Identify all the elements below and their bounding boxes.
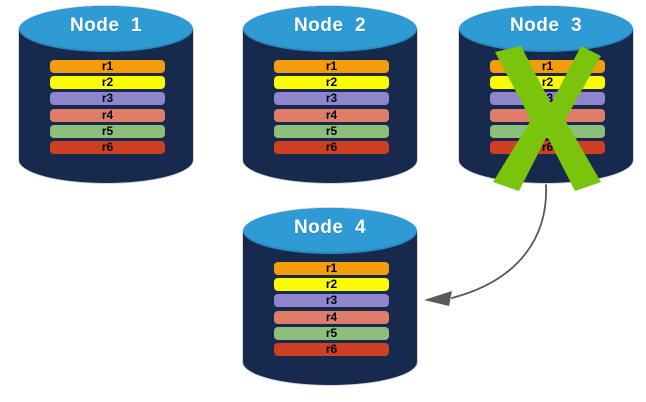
node-1-row-r3: r3 bbox=[49, 92, 166, 106]
node-3[interactable]: Node 3 r1 r2 r3 r4 r5 r6 bbox=[459, 6, 633, 183]
node-4-label: Node 4 bbox=[293, 217, 367, 238]
node-1-rows: r1 r2 r3 r4 r5 r6 bbox=[49, 60, 166, 157]
arrow-head-icon bbox=[424, 291, 452, 306]
node-1-cylinder-top bbox=[19, 6, 193, 52]
node-1-row-r6: r6 bbox=[49, 140, 166, 154]
node-2-row-r6: r6 bbox=[273, 140, 390, 154]
node-3-row-r4: r4 bbox=[489, 108, 606, 122]
node-2-rows: r1 r2 r3 r4 r5 r6 bbox=[273, 60, 390, 157]
node-3-rows: r1 r2 r3 r4 r5 r6 bbox=[489, 60, 606, 157]
node-3-cylinder-top bbox=[459, 6, 633, 52]
node-1-label: Node 1 bbox=[69, 15, 143, 36]
node-4-row-r6: r6 bbox=[273, 342, 390, 356]
node-3-row-r5: r5 bbox=[489, 124, 606, 138]
node-1-row-r1: r1 bbox=[49, 60, 166, 73]
node-1[interactable]: Node 1 r1 r2 r3 r4 r5 r6 bbox=[19, 6, 193, 183]
node-4-row-r2: r2 bbox=[273, 278, 390, 292]
node-2-row-r5: r5 bbox=[273, 124, 390, 138]
node-2-row-r4: r4 bbox=[273, 108, 390, 122]
node-3-row-r2: r2 bbox=[489, 76, 606, 90]
node-2-row-r3: r3 bbox=[273, 92, 390, 106]
node-1-row-r2: r2 bbox=[49, 76, 166, 90]
node-1-row-r5: r5 bbox=[49, 124, 166, 138]
node-2-row-r2: r2 bbox=[273, 76, 390, 90]
node-4-row-r5: r5 bbox=[273, 326, 390, 340]
node-2-row-r1: r1 bbox=[273, 60, 390, 73]
node-2[interactable]: Node 2 r1 r2 r3 r4 r5 r6 bbox=[243, 6, 417, 183]
node-3-row-r1: r1 bbox=[489, 60, 606, 73]
node-4-row-r3: r3 bbox=[273, 294, 390, 308]
node-2-cylinder-top bbox=[243, 6, 417, 52]
node-1-row-r4: r4 bbox=[49, 108, 166, 122]
node-3-label: Node 3 bbox=[509, 15, 583, 36]
node-3-row-r6: r6 bbox=[489, 140, 606, 154]
node-4-cylinder-top bbox=[243, 208, 417, 254]
node-2-label: Node 2 bbox=[293, 15, 367, 36]
node-4-rows: r1 r2 r3 r4 r5 r6 bbox=[273, 262, 390, 359]
node-4-row-r4: r4 bbox=[273, 310, 390, 324]
node-4-row-r1: r1 bbox=[273, 262, 390, 275]
node-3-row-r3: r3 bbox=[489, 92, 606, 106]
node-4[interactable]: Node 4 r1 r2 r3 r4 r5 r6 bbox=[243, 208, 417, 385]
